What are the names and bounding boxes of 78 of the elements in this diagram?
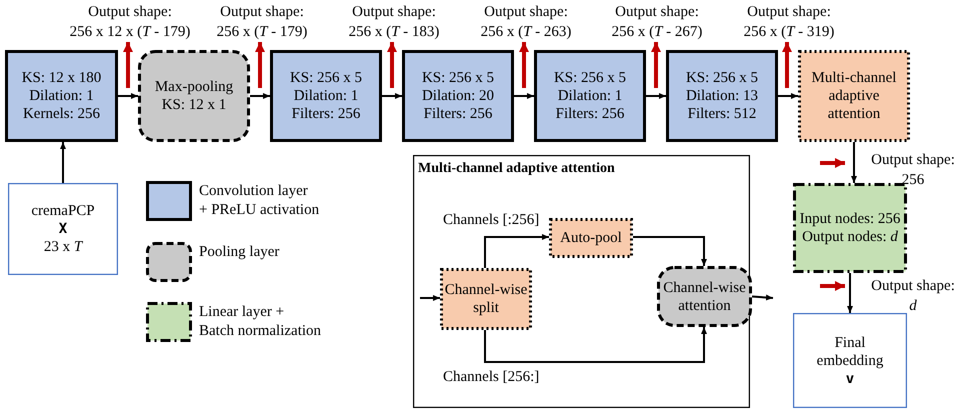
- arrow: [778, 93, 798, 99]
- arrow: [484, 234, 549, 268]
- output-shape-note: Output shape:: [484, 3, 568, 22]
- conv-layer-box: [534, 50, 646, 142]
- output-shape-note: Output shape:: [615, 3, 699, 22]
- edge-label: Channels [:256]: [443, 211, 540, 230]
- box-label: 23 x T: [44, 238, 82, 256]
- box-label: Input nodes: 256: [800, 210, 900, 228]
- linear-layer-box: [793, 183, 907, 273]
- output-shape-note: Output shape:: [220, 3, 304, 22]
- box-label: Channel-wise split: [444, 281, 528, 317]
- output-shape-note: 256 x (T - 267): [612, 23, 702, 42]
- attention-box: [798, 50, 910, 142]
- output-shape-note: Output shape:: [871, 277, 955, 296]
- output-shape-note: 256 x (T - 179): [216, 23, 308, 42]
- box-label: Filters: 512: [688, 105, 756, 123]
- box-label: Channel-wise attention: [662, 278, 747, 314]
- arrow: [646, 93, 666, 99]
- box-label: KS: 256 x 5: [290, 69, 362, 87]
- vector-symbol: v: [846, 370, 854, 388]
- conv-layer-box: [666, 50, 778, 142]
- box-label: cremaPCP: [31, 202, 95, 220]
- panel-title: Multi-channel adaptive attention: [418, 160, 615, 178]
- vector-symbol: X: [58, 220, 68, 238]
- output-shape-note: 256: [902, 171, 924, 190]
- conv-layer-box: [402, 50, 514, 142]
- box-label: KS: 256 x 5: [686, 69, 758, 87]
- box-label: KS: 12 x 180: [22, 69, 102, 87]
- output-shape-note: Output shape:: [747, 3, 831, 22]
- arrow: [633, 236, 707, 266]
- box-label: Multi-channel adaptive attention: [810, 69, 898, 123]
- arrow: [420, 295, 440, 301]
- legend-label: Convolution layer + PReLU activation: [199, 182, 320, 220]
- legend-label: Pooling layer: [199, 243, 280, 262]
- output-shape-note: 256 x (T - 319): [744, 23, 834, 42]
- output-shape-note: 256 x 12 x (T - 179): [70, 23, 190, 42]
- box-label: Filters: 256: [556, 105, 624, 123]
- arrow: [847, 273, 853, 313]
- box-label: Dilation: 1: [558, 87, 622, 105]
- pooling-layer-box: [657, 266, 752, 327]
- box-label: KS: 256 x 5: [422, 69, 494, 87]
- arrow: [118, 93, 138, 99]
- box-label: KS: 256 x 5: [554, 69, 626, 87]
- arrow: [752, 294, 774, 300]
- legend-label: Linear layer + Batch normalization: [199, 303, 322, 341]
- box-label: KS: 12 x 1: [162, 96, 226, 114]
- box-label: Final embedding: [816, 334, 884, 370]
- attention-box: [440, 268, 532, 330]
- box-label: Auto-pool: [560, 229, 622, 247]
- box-label: Filters: 256: [424, 105, 492, 123]
- io-box: [8, 183, 118, 275]
- box-label: Filters: 256: [292, 105, 360, 123]
- pooling-layer-box: [138, 50, 250, 142]
- arrow: [382, 93, 402, 99]
- edge-label: Channels [256:]: [443, 368, 540, 387]
- output-shape-note: Output shape:: [871, 151, 955, 170]
- output-shape-note: d: [909, 297, 917, 316]
- attention-box: [549, 218, 633, 258]
- arrow: [514, 93, 534, 99]
- output-shape-note: Output shape:: [352, 3, 436, 22]
- box-label: Dilation: 1: [294, 87, 358, 105]
- box-label: Dilation: 1: [29, 87, 94, 105]
- output-shape-note: 256 x (T - 263): [480, 23, 572, 42]
- conv-layer-box: [5, 50, 118, 142]
- conv-layer-box: [270, 50, 382, 142]
- box-label: Dilation: 20: [422, 87, 494, 105]
- arrow: [484, 327, 707, 363]
- arrow: [60, 142, 66, 183]
- box-label: Max-pooling: [154, 78, 234, 96]
- arrow: [250, 93, 270, 99]
- box-label: Kernels: 256: [22, 105, 100, 123]
- io-box: [793, 313, 907, 408]
- output-shape-note: 256 x (T - 183): [348, 23, 440, 42]
- arrow: [851, 142, 857, 183]
- box-label: Dilation: 13: [686, 87, 758, 105]
- module-panel: [413, 155, 750, 408]
- box-label: Output nodes: d: [802, 228, 898, 246]
- output-shape-note: Output shape:: [88, 3, 172, 22]
